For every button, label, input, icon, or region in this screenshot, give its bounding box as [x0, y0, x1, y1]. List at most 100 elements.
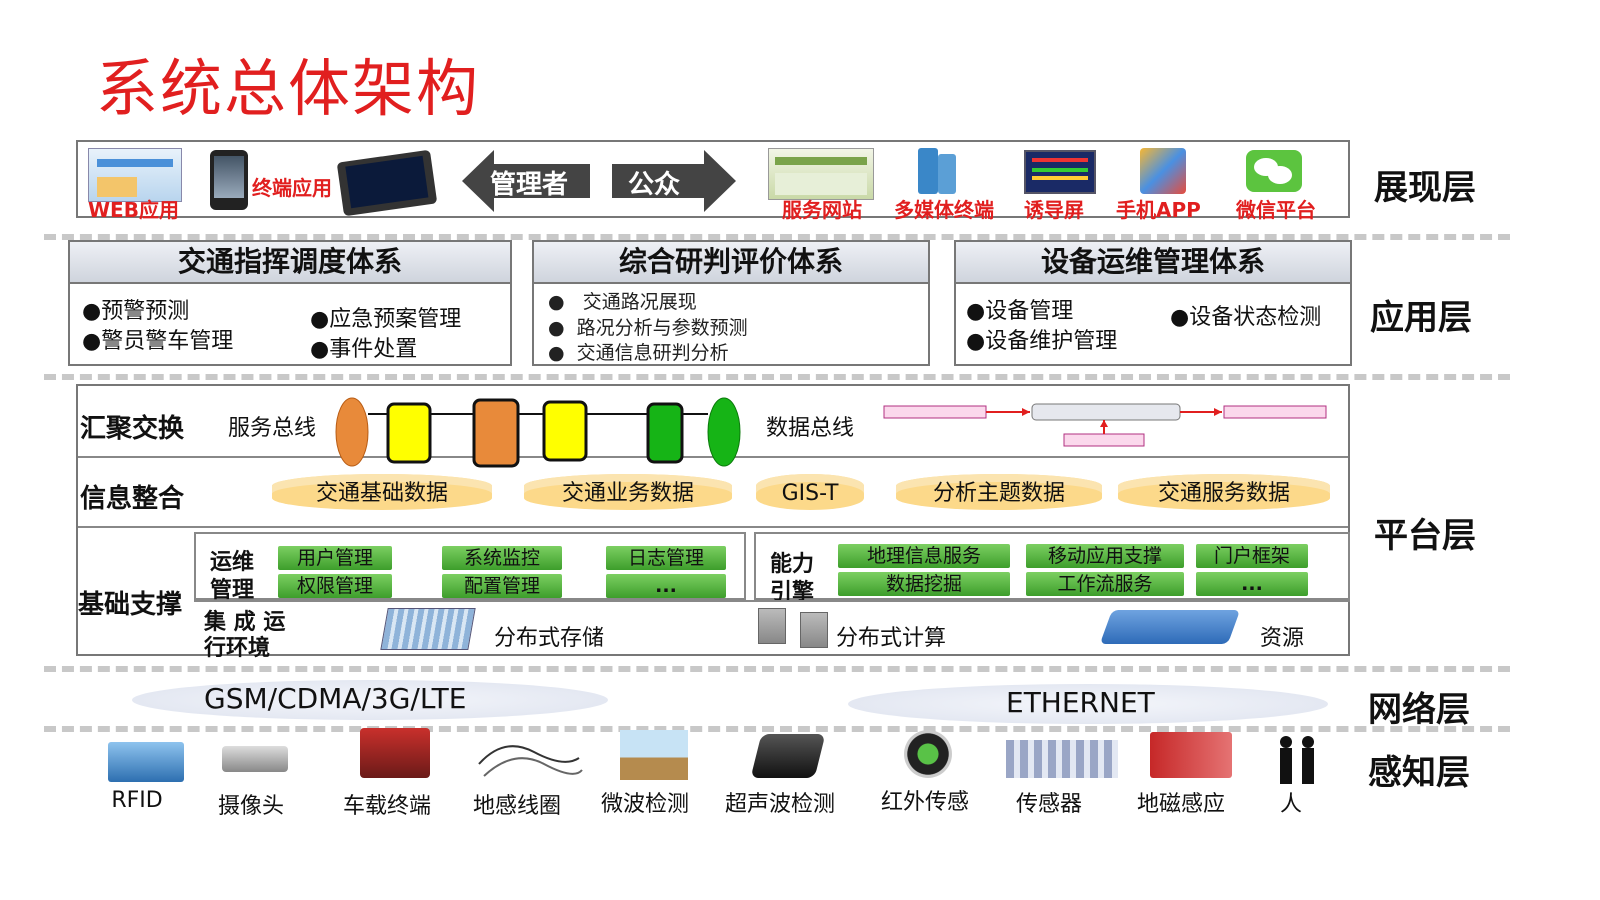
- kiosk-icon: [914, 148, 958, 198]
- infrared-icon: [904, 730, 952, 778]
- perception-label: 摄像头: [217, 794, 284, 819]
- separator-4: [44, 726, 1510, 732]
- ops-item: ...: [606, 574, 726, 598]
- app-item: ● 路况分析与参数预测: [548, 317, 748, 339]
- app-item: ● 交通路况展现: [548, 291, 697, 313]
- loop-coil-icon: [478, 745, 583, 777]
- engine-item: 门户框架: [1196, 544, 1308, 568]
- ops-item: 权限管理: [278, 574, 392, 598]
- app-system-device: 设备运维管理体系 ●设备管理 ●设备维护管理 ●设备状态检测: [954, 240, 1352, 366]
- web-app-icon: [88, 148, 182, 202]
- data-bus-label: 数据总线: [766, 416, 855, 441]
- wireless-label: GSM/CDMA/3G/LTE: [204, 682, 467, 715]
- ops-management-box: 运维 管理 用户管理 系统监控 日志管理 权限管理 配置管理 ...: [194, 532, 746, 603]
- env-label: 行环境: [204, 636, 271, 661]
- separator-3: [44, 666, 1510, 672]
- layer-label-network: 网络层: [1368, 690, 1470, 730]
- layer-label-perception: 感知层: [1368, 753, 1470, 793]
- support-label: 基础支撑: [78, 590, 183, 620]
- integration-label: 信息整合: [80, 484, 185, 514]
- ethernet-label: ETHERNET: [1006, 686, 1155, 719]
- app-item: ●应急预案管理: [310, 307, 462, 332]
- sensor-icon: [1006, 740, 1118, 778]
- perception-label: 超声波检测: [724, 792, 835, 817]
- rfid-icon: [108, 742, 184, 782]
- multimedia-label: 多媒体终端: [894, 198, 994, 222]
- bullet-dot: ●: [548, 317, 577, 339]
- app-item: ●设备维护管理: [966, 329, 1118, 354]
- app-item: ●事件处置: [310, 337, 418, 362]
- service-website-label: 服务网站: [782, 198, 862, 222]
- network-switch-icon: [1099, 610, 1241, 644]
- terminal-app-label: 终端应用: [252, 176, 332, 200]
- manager-label: 管理者: [490, 170, 569, 200]
- app-system-device-title: 设备运维管理体系: [956, 242, 1350, 284]
- perception-label: 人: [1279, 792, 1302, 817]
- perception-label: 地感线圈: [472, 794, 561, 819]
- public-arrow-icon: [612, 150, 736, 212]
- ops-item: 日志管理: [606, 546, 726, 570]
- storage-label: 分布式存储: [494, 626, 605, 651]
- perception-label: 红外传感: [880, 790, 969, 815]
- engine-item: 地理信息服务: [838, 544, 1010, 568]
- ops-item: 用户管理: [278, 546, 392, 570]
- row-divider: [78, 526, 1348, 528]
- mobile-app-label: 手机APP: [1116, 198, 1201, 222]
- engine-box: 能力 引擎 地理信息服务 移动应用支撑 门户框架 数据挖掘 工作流服务 ...: [754, 532, 1350, 605]
- data-cylinder: 交通基础数据: [272, 474, 492, 510]
- data-cylinder: 交通业务数据: [524, 474, 732, 510]
- runtime-environment: 集 成 运 行环境 分布式存储 分布式计算 资源: [194, 600, 1350, 661]
- platform-panel: 汇聚交换 服务总线 数据总线 信息整合 交通基础数据 交通业务数据 GIS-T …: [76, 384, 1350, 661]
- ops-label: 管理: [210, 578, 255, 603]
- storage-icon: [380, 608, 476, 650]
- compute-label: 分布式计算: [836, 626, 947, 651]
- guide-screen-icon: [1024, 150, 1096, 194]
- ops-item: 系统监控: [442, 546, 562, 570]
- camera-icon: [222, 746, 288, 772]
- engine-label: 能力: [770, 552, 815, 577]
- microwave-icon: [620, 730, 688, 780]
- service-bus-diagram: [335, 397, 741, 468]
- separator-1: [44, 234, 1510, 240]
- engine-item: 数据挖掘: [838, 572, 1010, 596]
- data-cylinder: 交通服务数据: [1118, 474, 1330, 510]
- data-bus-diagram: [883, 403, 1327, 447]
- server-icon: [800, 612, 828, 648]
- app-system-command-title: 交通指挥调度体系: [70, 242, 510, 284]
- mobile-app-icon: [1140, 148, 1186, 194]
- engine-item: ...: [1196, 572, 1308, 596]
- service-website-icon: [768, 148, 874, 200]
- bullet-dot: ●: [548, 342, 577, 364]
- truck-icon: [360, 728, 430, 778]
- manager-arrow-icon: [462, 150, 590, 212]
- ethernet-cloud: [848, 684, 1328, 724]
- public-label: 公众: [628, 170, 681, 200]
- app-item: ●设备状态检测: [1170, 305, 1322, 330]
- guide-screen-label: 诱导屏: [1024, 198, 1084, 222]
- wechat-icon: [1246, 150, 1302, 192]
- engine-item: 移动应用支撑: [1026, 544, 1184, 568]
- perception-label: RFID: [111, 788, 163, 813]
- tablet-icon: [336, 149, 438, 217]
- bullet-dot: ●: [548, 291, 583, 313]
- perception-label: 车载终端: [342, 794, 431, 819]
- engine-item: 工作流服务: [1026, 572, 1184, 596]
- perception-label: 地磁感应: [1136, 792, 1225, 817]
- person-icon: [1280, 736, 1314, 784]
- page-title: 系统总体架构: [96, 52, 481, 125]
- service-bus-label: 服务总线: [228, 416, 317, 441]
- perception-label: 微波检测: [600, 792, 689, 817]
- ops-label: 运维: [210, 550, 255, 575]
- app-item: ● 交通信息研判分析: [548, 342, 729, 364]
- app-item: ●预警预测: [82, 299, 190, 324]
- ops-item: 配置管理: [442, 574, 562, 598]
- server-icon: [758, 608, 786, 644]
- presentation-panel: WEB应用 终端应用 管理者 公众 服务网站 多媒体终端 诱导屏 手机APP: [76, 140, 1350, 222]
- layer-label-platform: 平台层: [1374, 516, 1476, 556]
- separator-2: [44, 374, 1510, 380]
- app-item: ●警员警车管理: [82, 329, 234, 354]
- perception-label: 传感器: [1015, 792, 1082, 817]
- layer-label-application: 应用层: [1370, 298, 1472, 338]
- app-system-analysis-title: 综合研判评价体系: [534, 242, 928, 284]
- phone-icon: [210, 150, 248, 210]
